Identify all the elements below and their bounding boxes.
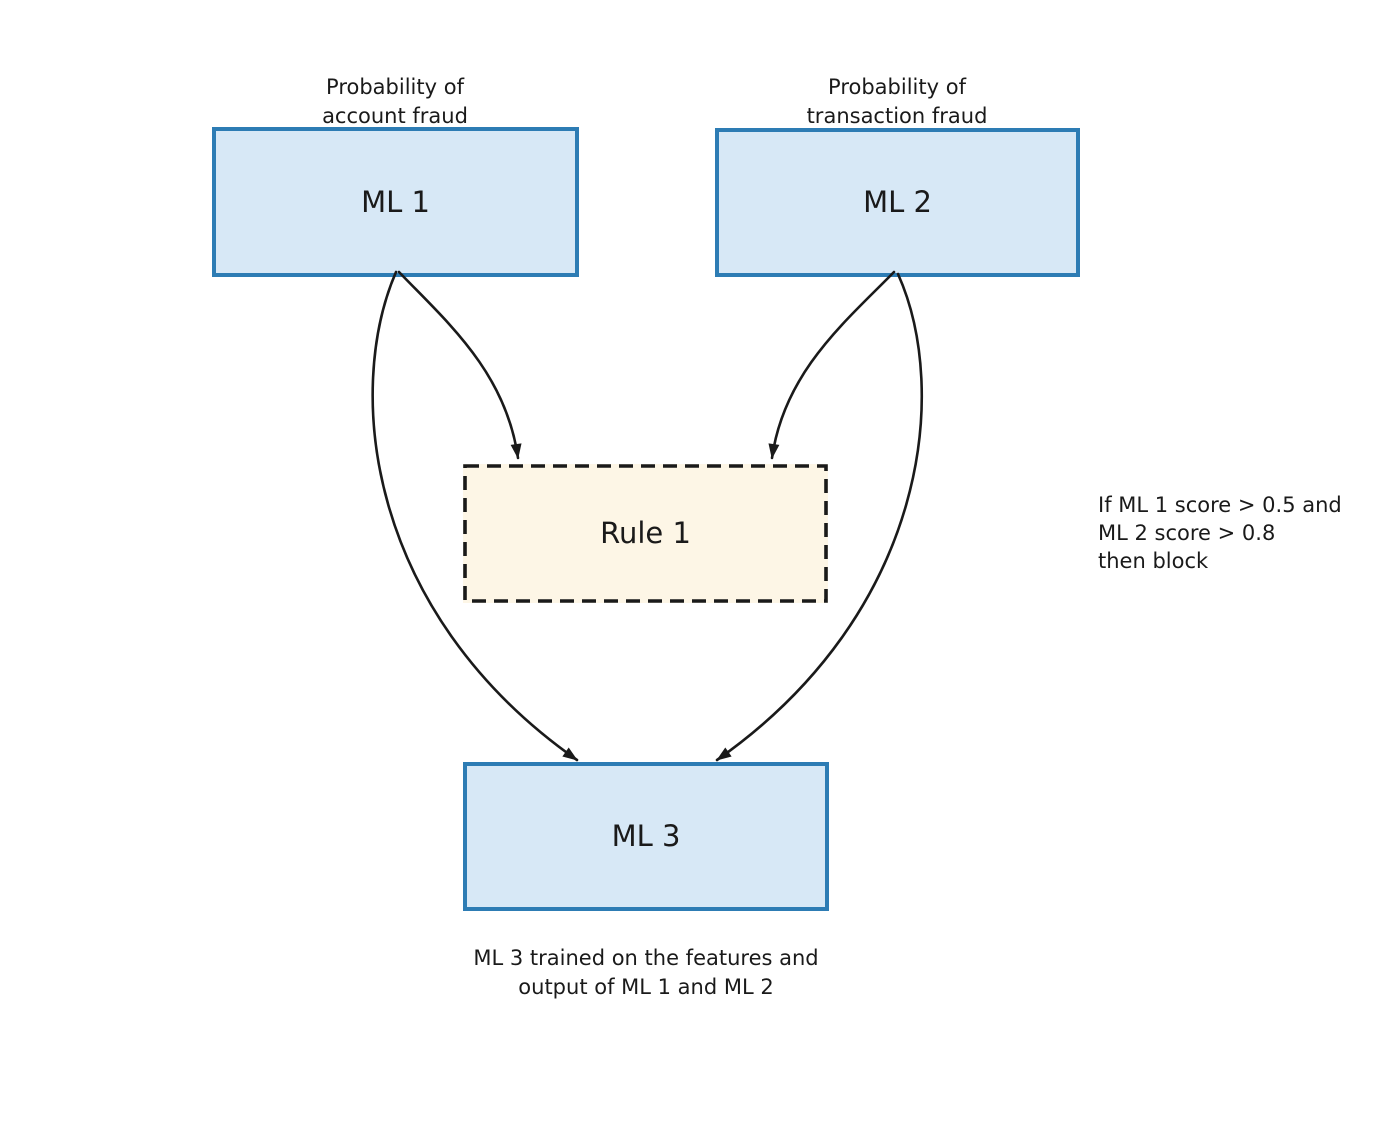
node-rule1-label: Rule 1: [600, 516, 691, 550]
arrow-ml1-to-rule1: [397, 270, 522, 460]
arrow-ml2-to-rule1: [768, 270, 896, 460]
caption-ml2-probability-transaction-fraud: Probability of transaction fraud: [806, 75, 988, 128]
node-ml2: ML 2: [715, 128, 1080, 277]
caption-ml3-training-note: ML 3 trained on the features and output …: [473, 946, 819, 999]
rule-condition-annotation: If ML 1 score > 0.5 and ML 2 score > 0.8…: [1098, 493, 1342, 573]
node-ml1-label: ML 1: [361, 184, 430, 219]
node-ml3-label: ML 3: [611, 819, 681, 853]
node-rule1: Rule 1: [463, 464, 828, 603]
node-ml1: ML 1: [212, 127, 579, 277]
node-ml2-label: ML 2: [863, 185, 932, 219]
caption-ml1-probability-account-fraud: Probability of account fraud: [322, 75, 468, 128]
node-ml3: ML 3: [463, 762, 829, 911]
